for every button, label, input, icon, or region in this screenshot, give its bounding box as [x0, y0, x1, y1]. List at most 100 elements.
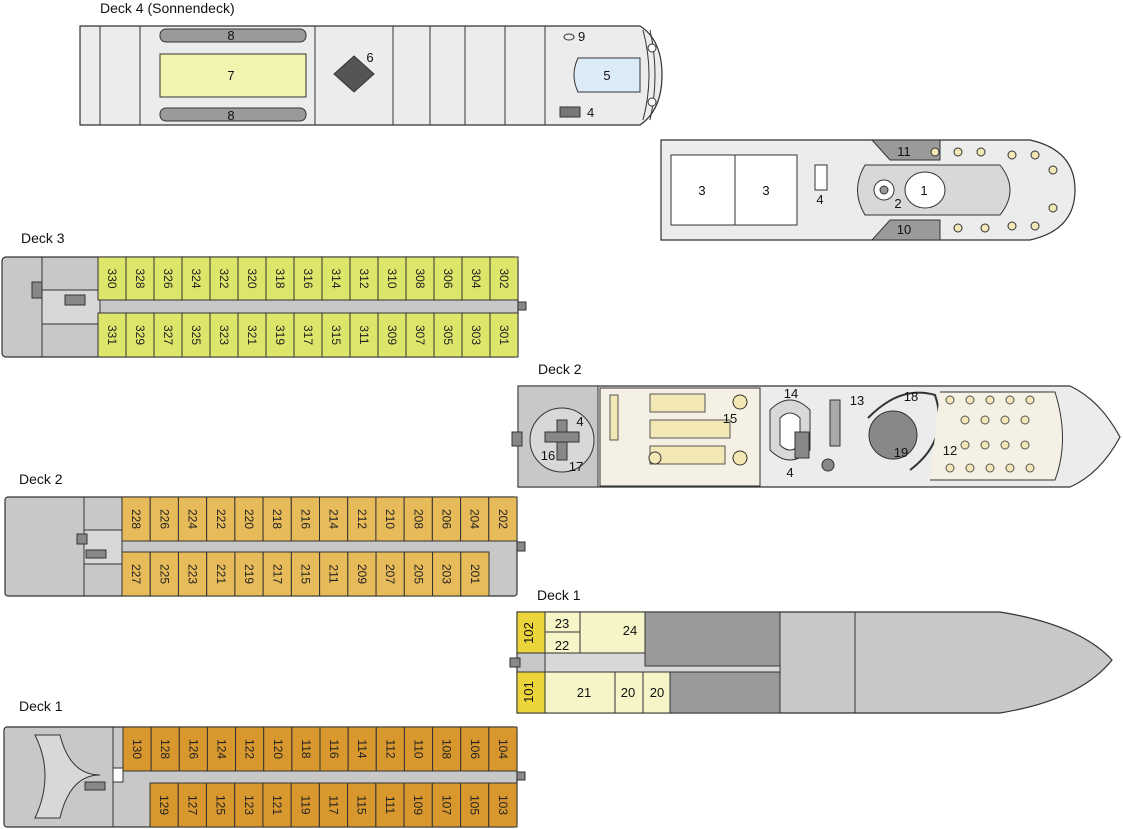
deck1-cabin-label-128: 128	[158, 739, 172, 759]
deck1-cabin-label-118: 118	[299, 739, 313, 758]
deck1-cabins-title: Deck 1	[19, 698, 63, 714]
fore-label-2: 2	[894, 196, 901, 211]
deck2-cabin-label-224: 224	[186, 509, 200, 529]
deck1-cabin-label-108: 108	[440, 739, 454, 759]
deck4-label-6: 6	[366, 50, 373, 65]
deck2-cabin-225	[149, 551, 179, 597]
deck2-cabin-202	[488, 496, 518, 542]
deck2-cabin-label-211: 211	[327, 564, 341, 583]
deck3-title: Deck 3	[21, 230, 65, 246]
deck3-cabin-label-318: 318	[273, 268, 287, 288]
fore-label-11: 11	[897, 144, 911, 159]
deck2-cabin-201	[460, 551, 490, 597]
deck3-cabin-label-312: 312	[357, 268, 371, 288]
deck1-cabin-label-126: 126	[186, 739, 200, 759]
deck3-cabin-310	[377, 256, 407, 301]
deck1-label-22: 22	[555, 638, 569, 653]
deck2-cabin-204	[460, 496, 490, 542]
deck3-cabin-label-305: 305	[441, 325, 455, 345]
deck1-cabin-label-129: 129	[157, 795, 171, 815]
deck2-label-17: 17	[569, 459, 583, 474]
deck2-cabin-label-226: 226	[157, 509, 171, 529]
deck4-fore-labels: 11 1 2 3 3 4 10	[698, 144, 927, 237]
deck3-cabin-312	[349, 256, 379, 301]
deck2-label-13: 13	[850, 393, 864, 408]
deck3-cabin-315	[321, 312, 351, 358]
deck4-sundeck	[79, 25, 663, 126]
deck1-cabin-label-127: 127	[185, 795, 199, 815]
deck3-cabin-321	[237, 312, 267, 358]
deck1-cabin-129	[149, 782, 179, 828]
deck2-cabin-203	[432, 551, 462, 597]
deck2-cabin-label-212: 212	[355, 509, 369, 529]
deck3-cabin-305	[433, 312, 463, 358]
deck1-cabin-label-104: 104	[496, 739, 510, 759]
deck2-cabin-label-222: 222	[214, 509, 228, 529]
deck2-label-16: 16	[541, 448, 555, 463]
deck2-label-19: 19	[894, 445, 908, 460]
deck2-cabin-label-223: 223	[186, 564, 200, 584]
deck3-cabin-309	[377, 312, 407, 358]
deck4-labels: 8 7 8 6 9 5 4	[227, 28, 610, 123]
deck2-cabin-label-225: 225	[157, 564, 171, 584]
deck3-cabin-331	[97, 312, 127, 358]
deck2-cabin-224	[177, 496, 208, 542]
deck2-cabins-title: Deck 2	[19, 471, 63, 487]
deck2-cabin-label-204: 204	[468, 509, 482, 529]
deck3-cabin-label-310: 310	[385, 268, 399, 288]
deck2-cabin-220	[234, 496, 264, 542]
deck4-label-7: 7	[227, 68, 234, 83]
fore-label-4: 4	[816, 192, 823, 207]
deck1-cabin-105	[460, 782, 490, 828]
deck2-cabin-212	[347, 496, 377, 542]
deck3-cabin-label-323: 323	[217, 325, 231, 345]
deck3-cabin-330	[97, 256, 127, 301]
deck3-cabin-318	[265, 256, 295, 301]
deck1-cabin-121	[262, 782, 292, 828]
deck2-public-title: Deck 2	[538, 361, 582, 377]
deck1-cabin-label-105: 105	[468, 795, 482, 815]
deck2-cabin-label-217: 217	[270, 564, 284, 584]
deck1-cabin-label-107: 107	[439, 795, 453, 815]
deck2-cabin-label-210: 210	[383, 509, 397, 529]
deck1-cabin-label-125: 125	[214, 795, 228, 815]
deck2-cabin-211	[319, 551, 349, 597]
deck2-cabin-label-228: 228	[129, 509, 143, 529]
deck3-cabin-label-331: 331	[105, 325, 119, 345]
deck3-cabin-label-321: 321	[245, 325, 259, 345]
deck2-label-4a: 4	[576, 414, 583, 429]
deck1-cabin-122	[235, 726, 265, 772]
deck2-cabin-227	[121, 551, 151, 597]
deck1-cabin-130	[122, 726, 152, 772]
deck3-cabin-label-325: 325	[189, 325, 203, 345]
deck2-cabin-label-209: 209	[355, 564, 369, 584]
deck3-cabin-label-327: 327	[161, 325, 175, 345]
deck1-cabin-label-119: 119	[298, 795, 312, 814]
deck3-cabin-label-324: 324	[189, 268, 203, 288]
deck2-cabin-215	[290, 551, 321, 597]
deck3-cabin-320	[237, 256, 267, 301]
deck4-label-5: 5	[603, 68, 610, 83]
deck1-cabin-103	[488, 782, 518, 828]
deck1-cabin-label-124: 124	[215, 739, 229, 759]
deck1-label-21: 21	[577, 685, 591, 700]
deck3-cabin-label-302: 302	[497, 268, 511, 288]
deck1-cabin-label-116: 116	[327, 739, 341, 758]
deck2-cabin-228	[121, 496, 151, 542]
deck2-cabin-label-227: 227	[129, 564, 143, 584]
deck2-cabin-label-207: 207	[383, 564, 397, 584]
deck4-label-8b: 8	[227, 108, 234, 123]
deck1-cabin-label-106: 106	[468, 739, 482, 759]
deck3-cabin-302	[489, 256, 519, 301]
deck2-cabin-label-205: 205	[411, 564, 425, 584]
deck2-label-12: 12	[943, 443, 957, 458]
deck1-cabin-118	[291, 726, 321, 772]
deck2-label-15: 15	[723, 411, 737, 426]
deck3-cabin-303	[461, 312, 491, 358]
deck3-cabin-label-303: 303	[469, 325, 483, 345]
deck1-cabin-114	[347, 726, 377, 772]
deck1-cabin-label-109: 109	[411, 795, 425, 815]
deck2-cabin-221	[206, 551, 236, 597]
deck2-cabin-209	[347, 551, 377, 597]
deck2-cabin-label-220: 220	[242, 509, 256, 529]
